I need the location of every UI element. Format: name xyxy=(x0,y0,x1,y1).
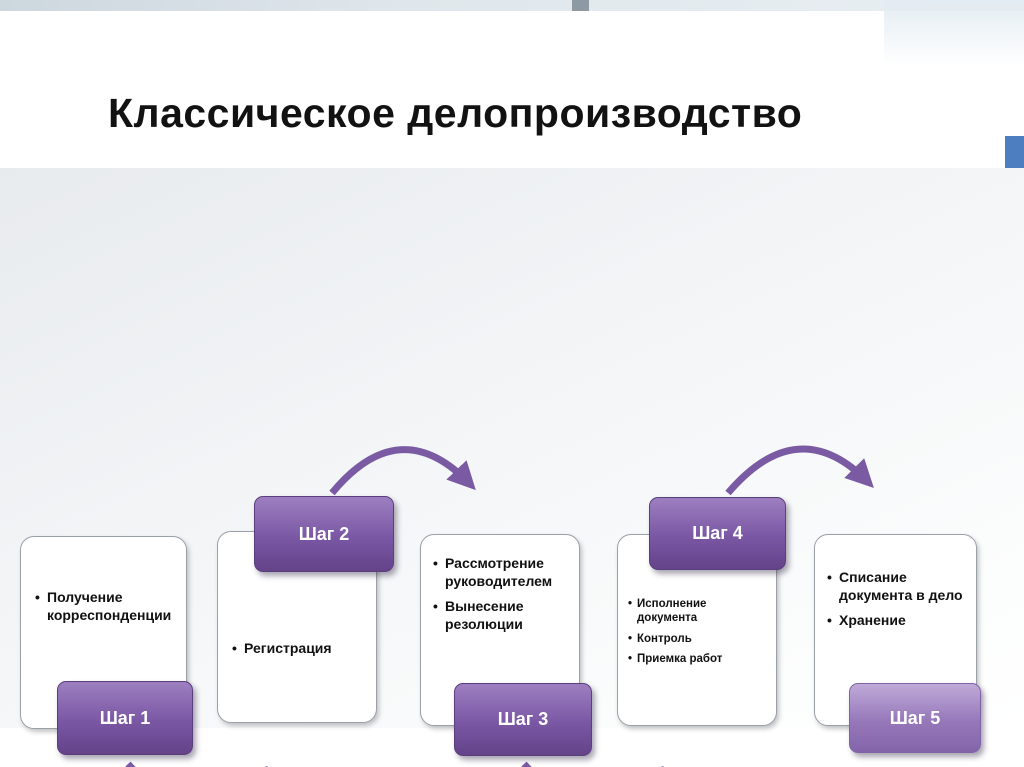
bullet-item: Вынесение резолюции xyxy=(433,598,571,633)
bullet-item: Хранение xyxy=(827,612,968,630)
step-1-bullet-list: Получение корреспонденции xyxy=(35,589,176,624)
bullet-item: Рассмотрение руководителем xyxy=(433,555,571,590)
diagram-panel: Получение корреспонденции Шаг 1 Регистра… xyxy=(0,168,1024,767)
top-bar xyxy=(0,0,1024,11)
step-3-bullet-list: Рассмотрение руководителем Вынесение рез… xyxy=(433,555,571,633)
bullet-text: Хранение xyxy=(839,612,906,628)
bullet-text: Рассмотрение руководителем xyxy=(445,555,553,589)
step-tab-label: Шаг 3 xyxy=(497,709,549,729)
top-right-shading xyxy=(884,0,1024,66)
curved-arrow-step4-to-step5-icon xyxy=(725,445,874,496)
top-bar-notch xyxy=(572,0,589,11)
step-4-bullet-list: Исполнение документа Контроль Приемка ра… xyxy=(628,597,768,667)
step-tab-label: Шаг 4 xyxy=(692,523,743,543)
bullet-item: Получение корреспонденции xyxy=(35,589,176,624)
bullet-text: Списание документа в дело xyxy=(839,569,963,603)
bullet-item: Контроль xyxy=(628,632,768,647)
bullet-item: Исполнение документа xyxy=(628,597,768,626)
bullet-text: Регистрация xyxy=(244,640,332,656)
step-tab-2: Шаг 2 xyxy=(254,496,394,572)
step-tab-label: Шаг 2 xyxy=(298,523,350,544)
bullet-text: Исполнение документа xyxy=(637,598,707,625)
right-edge-tab xyxy=(1005,136,1024,169)
page-title: Классическое делопроизводство xyxy=(108,90,803,136)
bullet-item: Регистрация xyxy=(232,640,366,658)
curved-arrow-step2-to-step3-icon xyxy=(329,446,476,496)
bullet-text: Получение корреспонденции xyxy=(47,589,172,623)
step-tab-1: Шаг 1 xyxy=(57,681,193,755)
step-2-bullet-list: Регистрация xyxy=(232,640,366,658)
step-tab-3: Шаг 3 xyxy=(454,683,592,756)
step-5-bullet-list: Списание документа в дело Хранение xyxy=(827,569,968,630)
step-tab-label: Шаг 1 xyxy=(99,707,151,728)
bullet-text: Приемка работ xyxy=(637,653,723,666)
bullet-text: Вынесение резолюции xyxy=(445,598,524,632)
step-tab-5: Шаг 5 xyxy=(849,683,981,753)
bullet-item: Приемка работ xyxy=(628,652,768,667)
step-tab-4: Шаг 4 xyxy=(649,497,786,570)
bullet-item: Списание документа в дело xyxy=(827,569,968,604)
bullet-text: Контроль xyxy=(637,632,692,645)
step-tab-label: Шаг 5 xyxy=(889,707,941,728)
